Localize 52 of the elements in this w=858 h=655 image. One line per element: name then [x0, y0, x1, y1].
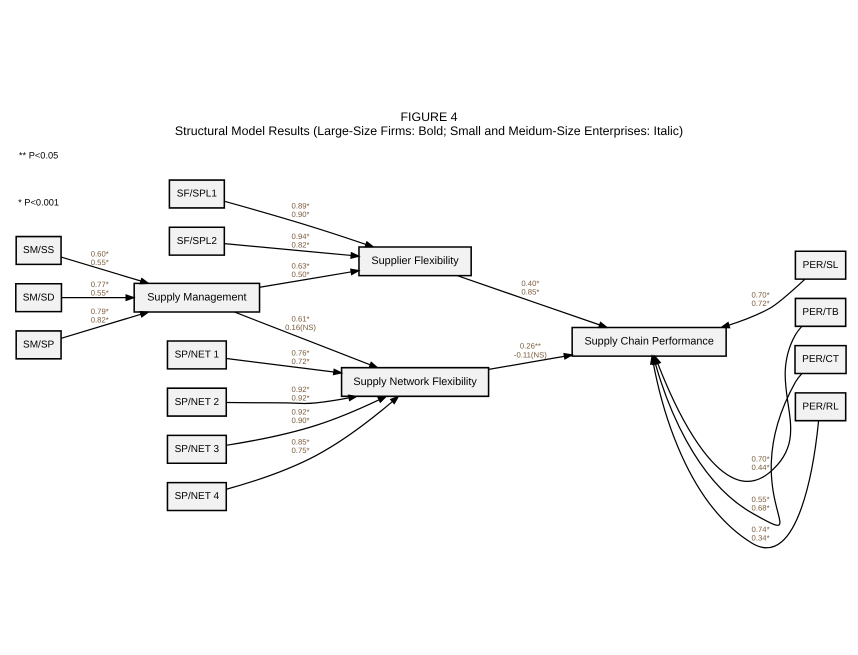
node-box: SM/SD — [15, 282, 62, 312]
label: ** P<0.05 — [18, 150, 58, 160]
edge-label: 0.70* 0.72* — [752, 290, 770, 308]
caption: Structural Model Results (Large-Size Firms: Bold; Small and Meidum-Size Enterprises: Italic) — [174, 124, 684, 138]
edge-label: 0.55* 0.68* — [752, 494, 770, 512]
node-box: PER/SL — [794, 250, 846, 280]
edge-label: 0.92* 0.92* — [292, 384, 310, 402]
node-box: PER/CT — [794, 344, 847, 374]
node-box: Supply Chain Performance — [571, 326, 727, 356]
label: * P<0.001 — [18, 197, 60, 208]
node-box: Supply Network Flexibility — [340, 366, 490, 397]
arrow — [61, 256, 150, 284]
arrow — [224, 242, 361, 258]
edge-label: 0.70* 0.44* — [752, 454, 770, 472]
node-box: SP/NET 1 — [166, 340, 228, 370]
node-box: SP/NET 2 — [166, 386, 228, 416]
edge-label: 0.79* 0.82* — [90, 306, 109, 324]
arrow — [226, 357, 344, 375]
arrow — [61, 310, 150, 338]
edge-label: 0.60* 0.55* — [90, 249, 109, 267]
edge-label: 0.76* 0.72* — [292, 348, 310, 366]
arrow — [457, 274, 609, 328]
arrow — [488, 352, 574, 370]
edge-label: 0.85* 0.75* — [292, 437, 310, 455]
edge-label: 0.40* 0.85* — [521, 278, 540, 296]
arrow — [260, 268, 361, 288]
arrow — [62, 294, 136, 301]
diagram-title: FIGURE 4 — [400, 110, 458, 124]
arrow — [234, 311, 380, 368]
arrow — [226, 395, 388, 446]
node-box: SF/SPL2 — [168, 226, 226, 256]
node-box: PER/TB — [794, 297, 846, 327]
edge-label: 0.92* 0.90* — [292, 407, 310, 425]
arrow — [226, 394, 400, 490]
edge-label: 0.94* 0.82* — [292, 231, 310, 249]
node-box: SP/NET 4 — [166, 481, 228, 511]
edge-label: 0.74* 0.34* — [752, 524, 770, 542]
node-box: SM/SP — [15, 330, 62, 360]
arrow — [720, 278, 806, 328]
node-box: SM/SS — [15, 235, 62, 265]
edge-label: 0.26** -0.11(NS) — [514, 341, 547, 359]
edge-label: 0.61* 0.16(NS) — [285, 314, 316, 332]
edge-label: 0.63* 0.50* — [292, 260, 310, 278]
arrow — [224, 200, 376, 248]
node-box: Supply Management — [133, 282, 260, 312]
edge-label: 0.89* 0.90* — [292, 201, 310, 219]
edge-label: 0.77* 0.55* — [90, 279, 109, 297]
node-box: SF/SPL1 — [168, 178, 226, 208]
node-box: PER/RL — [794, 392, 846, 421]
arrow — [226, 394, 359, 404]
node-box: Supplier Flexibility — [358, 246, 472, 276]
node-box: SP/NET 3 — [166, 434, 228, 464]
